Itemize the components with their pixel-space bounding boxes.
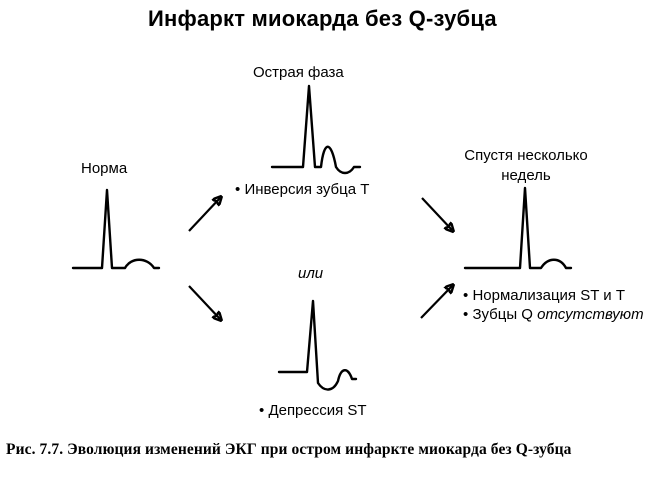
weeks-later-label: Спустя несколько недель [446, 146, 606, 186]
t-inversion-note: • Инверсия зубца Т [235, 181, 369, 198]
normalization-note: • Нормализация ST и Т [463, 287, 625, 304]
q-absent-prefix: Зубцы Q [472, 306, 538, 323]
bullet: • [235, 181, 241, 198]
diagram-title: Инфаркт миокарда без Q-зубца [148, 6, 497, 31]
q-absent-emph: отсутствуют [537, 306, 644, 323]
ecg-st-depression [277, 299, 358, 391]
st-depression-text: Депрессия ST [268, 402, 367, 419]
figure-caption: Рис. 7.7. Эволюция изменений ЭКГ при ост… [6, 441, 572, 458]
bullet: • [259, 402, 265, 419]
norm-label: Норма [81, 160, 128, 177]
bullet: • [463, 306, 469, 323]
ecg-weeks-later [463, 186, 573, 270]
st-depression-note: • Депрессия ST [259, 402, 367, 419]
arrow-depression-to-later-icon [420, 286, 452, 319]
weeks-later-line1: Спустя несколько [464, 147, 588, 164]
acute-phase-label: Острая фаза [253, 64, 344, 81]
normalization-text: Нормализация ST и Т [472, 287, 625, 304]
weeks-later-line2: недель [501, 167, 551, 184]
t-inversion-text: Инверсия зубца Т [244, 181, 370, 198]
ecg-acute-t-inversion [270, 84, 362, 175]
q-absent-note: • Зубцы Q отсутствуют [463, 306, 644, 323]
arrow-norm-to-depression-icon [188, 285, 220, 319]
arrow-acute-to-later-icon [421, 197, 452, 230]
bullet: • [463, 287, 469, 304]
or-label: или [298, 265, 324, 282]
arrow-norm-to-acute-icon [188, 198, 220, 232]
ecg-normal [71, 188, 161, 270]
